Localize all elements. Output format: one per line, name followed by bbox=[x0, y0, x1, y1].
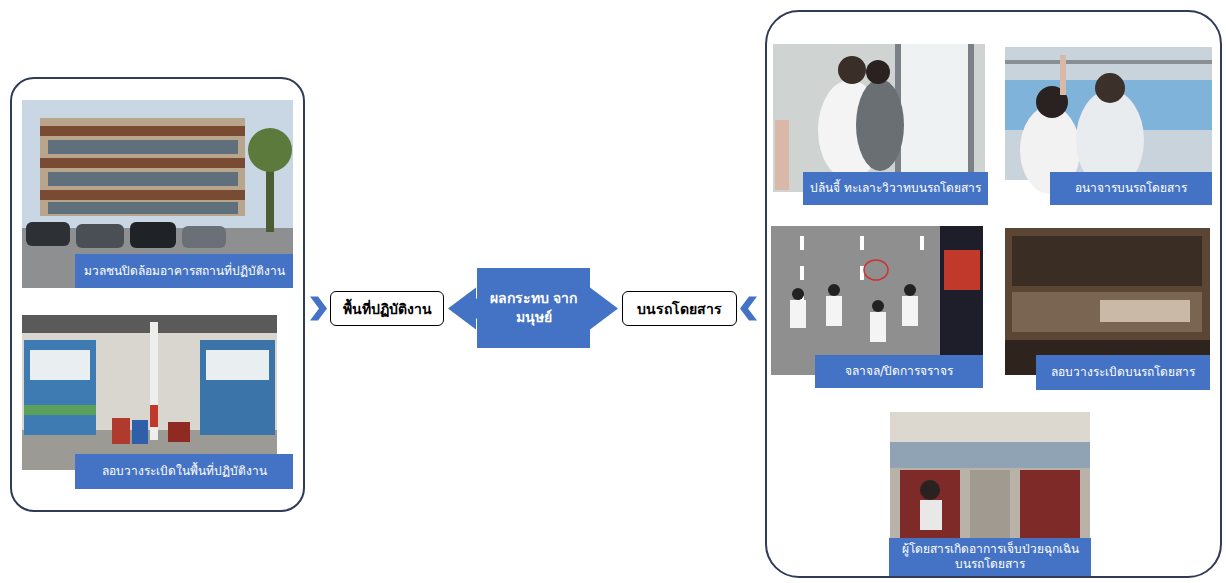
process-box: พื้นที่ปฏิบัติงาน bbox=[330, 291, 444, 326]
photo-detail bbox=[22, 315, 277, 470]
photo-detail bbox=[40, 126, 245, 136]
chevron-arrow bbox=[740, 297, 757, 321]
node-label: ผลกระทบ จากมนุษย์ bbox=[488, 289, 580, 327]
node-label: ปล้นจี้ ทะเลาะวิวาทบนรถโดยสาร bbox=[810, 181, 981, 196]
photo-detail bbox=[30, 350, 90, 380]
photo-detail bbox=[24, 340, 96, 435]
photo-detail bbox=[860, 266, 864, 280]
bus-bomb-photo bbox=[1005, 228, 1210, 375]
photo-detail bbox=[860, 236, 864, 250]
photo-detail bbox=[838, 56, 866, 84]
photo-detail bbox=[920, 480, 940, 500]
photo-detail bbox=[944, 250, 980, 290]
building-photo bbox=[22, 100, 293, 288]
photo-detail bbox=[40, 118, 245, 216]
photo-detail bbox=[1100, 300, 1190, 322]
photo-detail bbox=[40, 190, 245, 200]
photo-detail bbox=[773, 44, 985, 192]
caption-box: อนาจารบนรถโดยสาร bbox=[1050, 172, 1212, 205]
photo-detail bbox=[872, 300, 884, 312]
caption-box: จลาจล/ปิดการจราจร bbox=[815, 355, 983, 388]
photo-detail bbox=[920, 236, 924, 250]
photo-detail bbox=[864, 260, 888, 280]
photo-detail bbox=[130, 222, 176, 248]
photo-detail bbox=[870, 312, 886, 342]
photo-detail bbox=[800, 236, 804, 250]
photo-detail bbox=[1060, 55, 1066, 95]
caption-box: ลอบวางระเบิดบนรถโดยสาร bbox=[1036, 355, 1210, 390]
chevron-arrow bbox=[310, 297, 327, 321]
photo-detail bbox=[890, 442, 1090, 468]
photo-detail bbox=[26, 222, 70, 246]
photo-detail bbox=[76, 224, 124, 248]
node-label: ลอบวางระเบิดในพื้นที่ปฏิบัติงาน bbox=[102, 464, 267, 479]
region-panel: ปล้นจี้ ทะเลาะวิวาทบนรถโดยสาร อนาจารบนรถโ… bbox=[765, 10, 1222, 578]
photo-detail bbox=[1012, 236, 1202, 286]
photo-detail bbox=[902, 296, 918, 326]
photo-detail bbox=[920, 500, 942, 530]
photo-detail bbox=[900, 44, 970, 192]
photo-detail bbox=[1095, 73, 1125, 103]
caption-box: ปล้นจี้ ทะเลาะวิวาทบนรถโดยสาร bbox=[803, 172, 988, 205]
node-label: มวลชนปิดล้อมอาคารสถานที่ปฏิบัติงาน bbox=[84, 264, 285, 279]
photo-detail bbox=[48, 172, 238, 186]
node-label: บนรถโดยสาร bbox=[637, 298, 722, 320]
photo-detail bbox=[890, 412, 1090, 442]
photo-detail bbox=[940, 226, 983, 375]
region-panel: มวลชนปิดล้อมอาคารสถานที่ปฏิบัติงานลอบวาง… bbox=[10, 77, 305, 512]
photo-detail bbox=[132, 420, 148, 444]
photo-detail bbox=[1005, 60, 1212, 64]
photo-detail bbox=[771, 226, 983, 375]
impact-box: ผลกระทบ จากมนุษย์ bbox=[477, 268, 590, 348]
process-box: บนรถโดยสาร bbox=[622, 291, 737, 326]
photo-detail bbox=[48, 140, 238, 154]
node-label: พื้นที่ปฏิบัติงาน bbox=[343, 298, 432, 320]
photo-detail bbox=[800, 266, 804, 280]
photo-detail bbox=[168, 422, 190, 442]
photo-detail bbox=[775, 120, 789, 190]
node-label: ลอบวางระเบิดบนรถโดยสาร bbox=[1051, 365, 1195, 380]
photo-detail bbox=[792, 288, 804, 300]
node-label: จลาจล/ปิดการจราจร bbox=[845, 364, 953, 379]
photo-detail bbox=[22, 100, 293, 288]
photo-detail bbox=[48, 202, 238, 214]
photo-detail bbox=[40, 158, 245, 168]
photo-detail bbox=[968, 44, 974, 192]
caption-box: ผู้โดยสารเกิดอาการเจ็บป่วยฉุกเฉิน บนรถโด… bbox=[889, 538, 1091, 576]
photo-detail bbox=[828, 284, 840, 296]
photo-detail bbox=[182, 226, 226, 248]
robbery-photo bbox=[773, 44, 985, 192]
riot-photo bbox=[771, 226, 983, 375]
photo-detail bbox=[150, 322, 158, 440]
photo-detail bbox=[206, 350, 269, 380]
node-label: ผู้โดยสารเกิดอาการเจ็บป่วยฉุกเฉิน บนรถโด… bbox=[896, 542, 1084, 572]
photo-detail bbox=[112, 418, 130, 444]
photo-detail bbox=[24, 405, 96, 415]
photo-detail bbox=[866, 60, 890, 84]
photo-detail bbox=[1012, 292, 1202, 332]
photo-detail bbox=[1005, 228, 1210, 375]
photo-detail bbox=[826, 296, 842, 326]
photo-detail bbox=[856, 79, 904, 171]
caption-box: ลอบวางระเบิดในพื้นที่ปฏิบัติงาน bbox=[75, 454, 293, 489]
garage-photo bbox=[22, 315, 277, 470]
photo-detail bbox=[200, 340, 275, 435]
caption-box: มวลชนปิดล้อมอาคารสถานที่ปฏิบัติงาน bbox=[75, 254, 293, 288]
photo-detail bbox=[150, 405, 158, 427]
photo-detail bbox=[790, 300, 806, 328]
photo-detail bbox=[248, 128, 292, 172]
photo-detail bbox=[904, 284, 916, 296]
node-label: อนาจารบนรถโดยสาร bbox=[1075, 181, 1187, 196]
photo-detail bbox=[22, 315, 277, 333]
